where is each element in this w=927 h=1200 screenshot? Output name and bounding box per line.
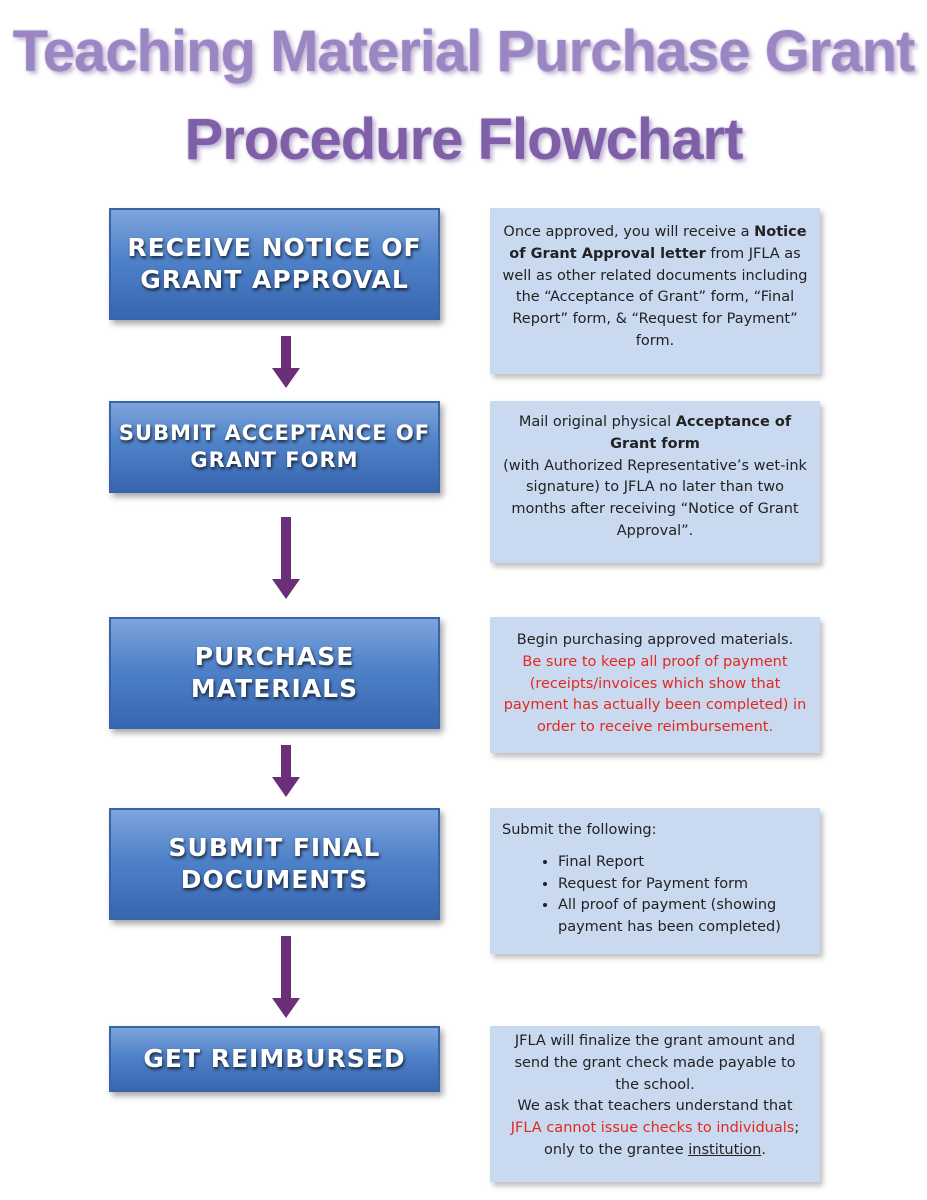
info-bold-text: Notice of Grant Approval letter (509, 224, 807, 262)
info-purchase-materials: Begin purchasing approved materials. Be … (490, 617, 820, 753)
list-item: Final Report (558, 852, 808, 874)
info-text: Once approved, you will receive a (503, 224, 755, 240)
info-underlined-text: institution (688, 1141, 762, 1158)
info-text: Begin purchasing approved materials. (516, 632, 794, 648)
info-bold-text: Acceptance of Grant form (610, 414, 792, 452)
step-label: GET REIMBURSED (143, 1043, 406, 1073)
info-text: Mail original physical (518, 414, 676, 430)
info-warning-text: Be sure to keep all proof of payment (re… (503, 653, 807, 735)
arrow-down-icon (272, 745, 302, 797)
step-submit-acceptance: SUBMIT ACCEPTANCE OF GRANT FORM (109, 401, 440, 493)
arrow-down-icon (272, 936, 302, 1018)
info-text: ; only to the grantee (544, 1120, 800, 1158)
list-item: All proof of payment (showing payment ha… (558, 895, 808, 939)
step-submit-final-documents: SUBMIT FINAL DOCUMENTS (109, 808, 440, 920)
title-line-2: Procedure Flowchart (184, 107, 744, 172)
info-text: We ask that teachers understand that (517, 1098, 793, 1115)
info-get-reimbursed: JFLA will finalize the grant amount and … (490, 1026, 820, 1182)
title-line-1: Teaching Material Purchase Grant (12, 19, 916, 84)
info-submit-final-documents: Submit the following: Final Report Reque… (490, 808, 820, 954)
step-receive-notice: RECEIVE NOTICE OF GRANT APPROVAL (109, 208, 440, 320)
step-purchase-materials: PURCHASE MATERIALS (109, 617, 440, 729)
info-receive-notice: Once approved, you will receive a Notice… (490, 208, 820, 374)
step-get-reimbursed: GET REIMBURSED (109, 1026, 440, 1092)
info-text: (with Authorized Representative’s wet-in… (503, 457, 807, 539)
arrow-down-icon (272, 336, 302, 388)
document-list: Final Report Request for Payment form Al… (502, 852, 808, 939)
info-warning-text: JFLA cannot issue checks to individuals (510, 1120, 795, 1136)
step-label: SUBMIT FINAL DOCUMENTS (168, 832, 381, 895)
info-text: JFLA will finalize the grant amount and … (514, 1033, 796, 1093)
list-item: Request for Payment form (558, 874, 808, 896)
step-label: SUBMIT ACCEPTANCE OF GRANT FORM (118, 420, 431, 472)
info-text: from JFLA as well as other related docum… (502, 245, 808, 349)
info-intro: Submit the following: (502, 822, 657, 838)
info-text: . (761, 1141, 766, 1158)
step-label: PURCHASE MATERIALS (190, 641, 359, 704)
arrow-down-icon (272, 517, 302, 599)
step-label: RECEIVE NOTICE OF GRANT APPROVAL (127, 232, 422, 295)
info-submit-acceptance: Mail original physical Acceptance of Gra… (490, 401, 820, 563)
